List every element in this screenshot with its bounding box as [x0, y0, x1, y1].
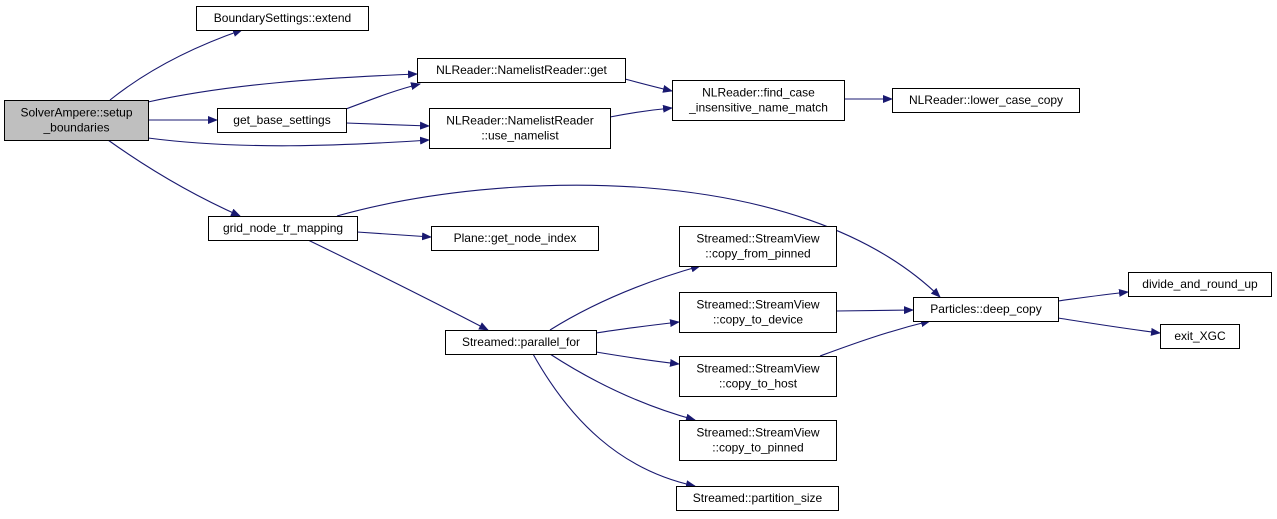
edge-n0-n2: [147, 70, 418, 103]
edge-n3-n2: [345, 82, 421, 110]
graph-node-n14[interactable]: Streamed::partition_size: [676, 486, 839, 511]
edge-n11-n14: [532, 353, 696, 489]
node-label: Streamed::StreamView: [696, 298, 819, 312]
edge-n11-n10: [595, 319, 680, 334]
edge-n11-n13: [549, 353, 696, 422]
node-label: SolverAmpere::setup: [20, 106, 132, 120]
node-box: [1128, 272, 1272, 297]
node-label: exit_XGC: [1174, 329, 1226, 343]
node-box: [679, 420, 837, 461]
graph-node-n1[interactable]: BoundarySettings::extend: [196, 6, 369, 31]
edge-n15-n17: [1057, 317, 1161, 336]
node-box: [672, 80, 845, 121]
node-box: [679, 226, 837, 267]
graph-node-n8[interactable]: Plane::get_node_index: [431, 226, 599, 251]
node-label: _insensitive_name_match: [688, 101, 828, 115]
graph-node-n0[interactable]: SolverAmpere::setup_boundaries: [4, 100, 149, 141]
node-box: [208, 216, 358, 241]
graph-node-n5[interactable]: NLReader::find_case_insensitive_name_mat…: [672, 80, 845, 121]
edge-n7-n15: [336, 184, 941, 298]
node-label: ::copy_to_host: [719, 377, 798, 391]
node-box: [679, 292, 837, 333]
node-box: [417, 58, 626, 83]
graph-node-n9[interactable]: Streamed::StreamView::copy_from_pinned: [679, 226, 837, 267]
edge-n11-n9: [549, 264, 701, 331]
node-label: Particles::deep_copy: [930, 302, 1041, 316]
node-label: _boundaries: [42, 121, 109, 135]
node-label: ::use_namelist: [481, 129, 559, 143]
graph-node-n4[interactable]: NLReader::NamelistReader::use_namelist: [429, 108, 611, 149]
edge-n4-n5: [609, 104, 673, 118]
graph-node-n3[interactable]: get_base_settings: [217, 108, 347, 133]
node-label: divide_and_round_up: [1142, 277, 1258, 291]
node-label: Plane::get_node_index: [454, 231, 577, 245]
edge-n11-n12: [595, 351, 680, 367]
node-label: get_base_settings: [233, 113, 330, 127]
edge-layer: [107, 29, 1161, 489]
node-label: NLReader::find_case: [702, 86, 815, 100]
node-box: [679, 356, 837, 397]
node-label: NLReader::lower_case_copy: [909, 93, 1063, 107]
node-box: [445, 330, 597, 355]
graph-node-n16[interactable]: divide_and_round_up: [1128, 272, 1272, 297]
node-box: [4, 100, 149, 141]
edge-n15-n16: [1057, 288, 1129, 302]
graph-node-n2[interactable]: NLReader::NamelistReader::get: [417, 58, 626, 83]
node-box: [431, 226, 599, 251]
edge-n7-n8: [356, 231, 432, 241]
edge-n10-n15: [835, 306, 914, 315]
graph-node-n15[interactable]: Particles::deep_copy: [913, 297, 1059, 322]
node-box: [217, 108, 347, 133]
node-label: Streamed::StreamView: [696, 426, 819, 440]
node-box: [913, 297, 1059, 322]
graph-node-n11[interactable]: Streamed::parallel_for: [445, 330, 597, 355]
edge-n7-n11: [307, 239, 489, 331]
edge-n2-n5: [624, 78, 673, 93]
node-label: Streamed::StreamView: [696, 362, 819, 376]
node-layer: SolverAmpere::setup_boundaries BoundarySe…: [4, 6, 1272, 511]
graph-node-n17[interactable]: exit_XGC: [1160, 324, 1240, 349]
node-box: [1160, 324, 1240, 349]
edge-n0-n1: [109, 29, 243, 101]
graph-node-n10[interactable]: Streamed::StreamView::copy_to_device: [679, 292, 837, 333]
graph-node-n7[interactable]: grid_node_tr_mapping: [208, 216, 358, 241]
edge-n3-n4: [345, 121, 430, 130]
node-label: ::copy_to_pinned: [712, 441, 803, 455]
node-label: ::copy_to_device: [713, 313, 803, 327]
edge-n12-n15: [819, 319, 931, 357]
node-label: Streamed::StreamView: [696, 232, 819, 246]
graph-node-n6[interactable]: NLReader::lower_case_copy: [892, 88, 1080, 113]
graph-node-n12[interactable]: Streamed::StreamView::copy_to_host: [679, 356, 837, 397]
node-box: [892, 88, 1080, 113]
node-label: NLReader::NamelistReader::get: [436, 63, 607, 77]
node-label: BoundarySettings::extend: [214, 11, 351, 25]
node-box: [676, 486, 839, 511]
edge-n0-n7: [107, 139, 241, 217]
edge-n0-n4: [147, 136, 430, 147]
node-label: Streamed::parallel_for: [462, 335, 580, 349]
node-box: [429, 108, 611, 149]
node-label: Streamed::partition_size: [693, 491, 823, 505]
node-box: [196, 6, 369, 31]
node-label: grid_node_tr_mapping: [223, 221, 343, 235]
node-label: ::copy_from_pinned: [705, 247, 810, 261]
graph-node-n13[interactable]: Streamed::StreamView::copy_to_pinned: [679, 420, 837, 461]
node-label: NLReader::NamelistReader: [446, 114, 593, 128]
